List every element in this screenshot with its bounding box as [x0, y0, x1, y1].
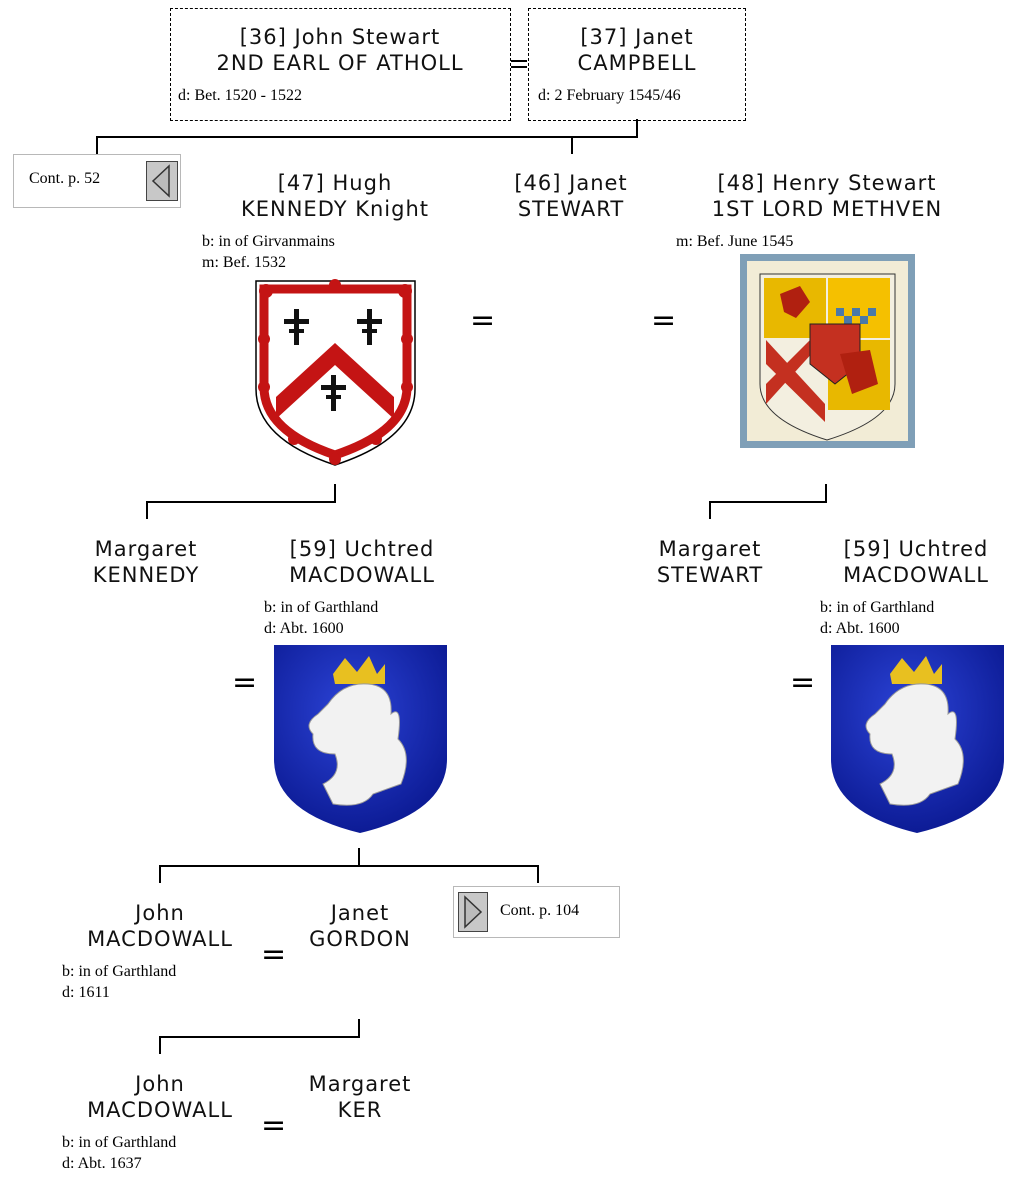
macdowall-coat-of-arms: [831, 645, 1004, 833]
connector: [571, 136, 573, 154]
connector: [636, 119, 638, 137]
connector: [825, 484, 827, 502]
connector: [159, 865, 161, 883]
marriage-link-top-2: [511, 66, 527, 68]
uchtred1-death: d: Abt. 1600: [264, 620, 344, 637]
john2-birth: b: in of Garthland: [62, 1134, 177, 1151]
marriage-sign: =: [470, 303, 496, 338]
mother-death: d: 2 February 1545/46: [538, 87, 681, 104]
cont-right-label: Cont. p. 104: [500, 902, 580, 919]
connector: [159, 1036, 360, 1038]
kennedy-coat-of-arms: [255, 279, 416, 466]
cont-left-label: Cont. p. 52: [29, 170, 101, 187]
connector: [358, 848, 360, 866]
marriage-sign: =: [790, 665, 816, 700]
cont-left-button[interactable]: Cont. p. 52: [13, 154, 181, 208]
macdowall-coat-of-arms: [274, 645, 447, 833]
father-box: [170, 8, 511, 121]
cont-right-button[interactable]: Cont. p. 104: [453, 886, 620, 938]
connector: [709, 501, 711, 519]
marriage-sign: =: [651, 303, 677, 338]
uchtred2-death: d: Abt. 1600: [820, 620, 900, 637]
connector: [159, 865, 539, 867]
marriage-sign: =: [232, 665, 258, 700]
uchtred1-birth: b: in of Garthland: [264, 599, 379, 616]
marriage-sign: =: [261, 1108, 287, 1143]
methven-coat-of-arms: [740, 254, 915, 448]
connector: [146, 501, 148, 519]
triangle-right-icon: [458, 892, 488, 932]
hugh-marriage: m: Bef. 1532: [202, 254, 286, 271]
connector: [709, 501, 827, 503]
connector: [358, 1019, 360, 1037]
john1-birth: b: in of Garthland: [62, 963, 177, 980]
henry-marriage: m: Bef. June 1545: [676, 233, 794, 250]
john2-death: d: Abt. 1637: [62, 1155, 142, 1172]
father-death: d: Bet. 1520 - 1522: [178, 87, 302, 104]
marriage-sign: =: [261, 937, 287, 972]
uchtred2-birth: b: in of Garthland: [820, 599, 935, 616]
connector: [96, 136, 638, 138]
connector: [96, 136, 98, 154]
connector: [334, 484, 336, 502]
connector: [537, 865, 539, 883]
john1-death: d: 1611: [62, 984, 110, 1001]
triangle-left-icon: [146, 161, 178, 201]
marriage-link-top: [511, 60, 527, 62]
connector: [159, 1036, 161, 1054]
connector: [146, 501, 336, 503]
hugh-birth: b: in of Girvanmains: [202, 233, 335, 250]
